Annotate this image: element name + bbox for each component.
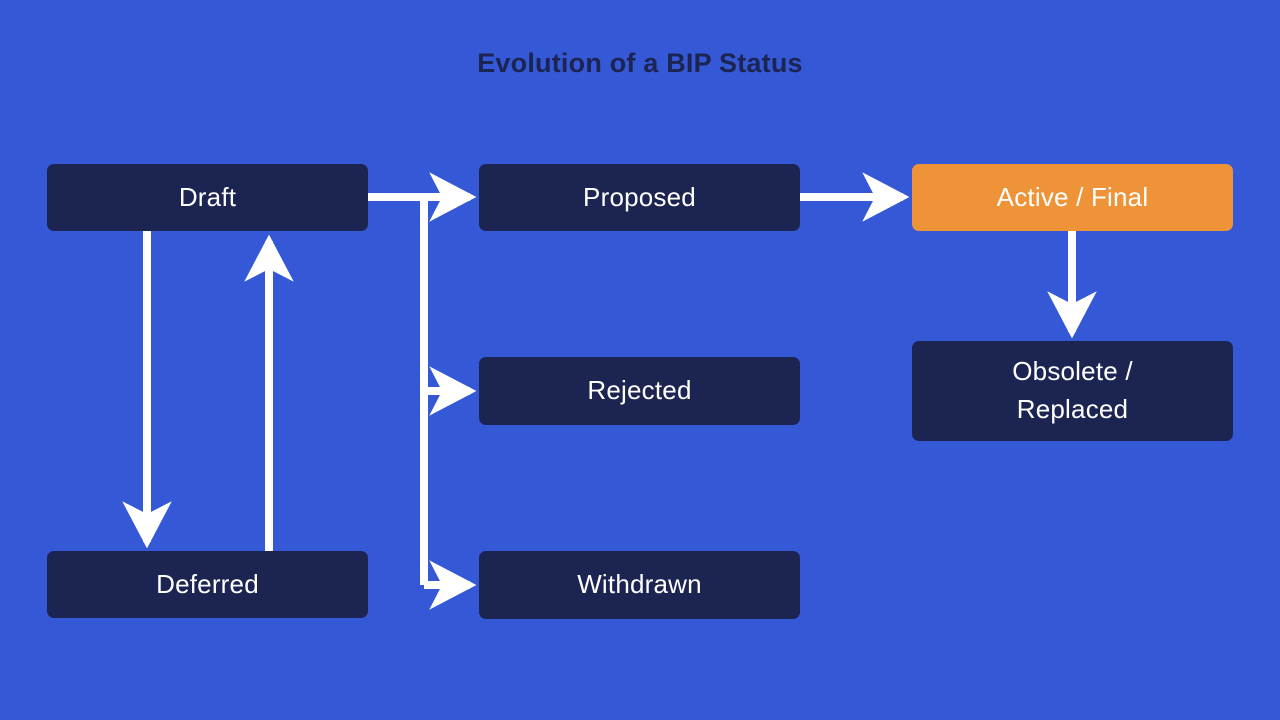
page-title: Evolution of a BIP Status <box>477 48 803 78</box>
node-proposed[interactable]: Proposed <box>479 164 800 231</box>
node-rejected[interactable]: Rejected <box>479 357 800 425</box>
node-obsolete-replaced[interactable]: Obsolete / Replaced <box>912 341 1233 441</box>
node-draft[interactable]: Draft <box>47 164 368 231</box>
node-deferred[interactable]: Deferred <box>47 551 368 618</box>
node-withdrawn[interactable]: Withdrawn <box>479 551 800 619</box>
node-active-final[interactable]: Active / Final <box>912 164 1233 231</box>
